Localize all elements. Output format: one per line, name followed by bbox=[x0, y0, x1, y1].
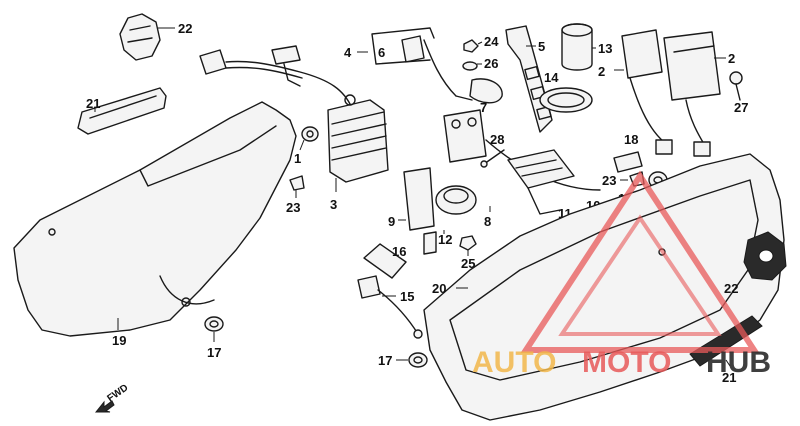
part-2-cdi-unit-b: 2 bbox=[663, 31, 735, 157]
part-19-left-side-cover: 19 bbox=[13, 101, 297, 348]
callout-2-b: 2 bbox=[728, 51, 735, 66]
callout-19: 19 bbox=[112, 333, 126, 348]
callout-21-left: 21 bbox=[86, 96, 100, 111]
callout-21-right: 21 bbox=[722, 370, 736, 385]
callout-14: 14 bbox=[544, 70, 559, 85]
regulator-connector bbox=[199, 49, 353, 109]
callout-23-right: 23 bbox=[602, 173, 616, 188]
part-17-left-grommet: 17 bbox=[204, 316, 224, 360]
callout-18: 18 bbox=[624, 132, 638, 147]
part-13-condenser: 13 bbox=[561, 23, 612, 71]
callout-23-left: 23 bbox=[286, 200, 300, 215]
part-15-connector: 15 bbox=[357, 275, 423, 339]
part-18-cap: 18 bbox=[613, 132, 643, 173]
callout-25: 25 bbox=[461, 256, 475, 271]
part-21-left-bracket: 21 bbox=[77, 87, 167, 135]
callout-7: 7 bbox=[480, 100, 487, 115]
part-17-right-grommet: 17 bbox=[378, 352, 428, 368]
callout-28: 28 bbox=[490, 132, 504, 147]
callout-6: 6 bbox=[378, 45, 385, 60]
part-22-top-grommet: 22 bbox=[119, 13, 192, 61]
part-27-screw: 27 bbox=[729, 71, 748, 115]
part-3-regulator: 3 bbox=[271, 45, 389, 212]
watermark-triangle bbox=[520, 170, 760, 353]
part-16-bracket: 16 bbox=[363, 243, 407, 279]
callout-22: 22 bbox=[178, 21, 192, 36]
watermark-auto: AUTO bbox=[472, 346, 556, 379]
callout-1-left: 1 bbox=[294, 151, 301, 166]
callout-12: 12 bbox=[438, 232, 452, 247]
watermark-hub: HUB bbox=[706, 346, 771, 379]
callout-20: 20 bbox=[432, 281, 446, 296]
part-26-washer: 26 bbox=[462, 56, 498, 71]
part-14-band: 14 bbox=[539, 70, 593, 113]
callout-17-left: 17 bbox=[207, 345, 221, 360]
callout-27: 27 bbox=[734, 100, 748, 115]
part-6-relay: 4 6 bbox=[344, 27, 457, 97]
part-2-cdi-unit-a: 2 bbox=[598, 29, 673, 155]
part-9-mount: 9 bbox=[388, 167, 435, 231]
part-23-left-clip: 23 bbox=[286, 175, 305, 215]
part-5-bracket: 5 bbox=[505, 25, 553, 133]
callout-8: 8 bbox=[484, 214, 491, 229]
callout-2-a: 2 bbox=[598, 64, 605, 79]
callout-24: 24 bbox=[484, 34, 499, 49]
callout-17-right: 17 bbox=[378, 353, 392, 368]
part-25-nut: 25 bbox=[459, 235, 477, 271]
callout-5: 5 bbox=[538, 39, 545, 54]
callout-26: 26 bbox=[484, 56, 498, 71]
watermark: AUTO MOTO HUB bbox=[472, 170, 771, 379]
callout-22-right: 22 bbox=[724, 281, 738, 296]
part-7-strap: 7 bbox=[455, 78, 503, 115]
part-24-nut: 24 bbox=[463, 34, 499, 53]
callout-9: 9 bbox=[388, 214, 395, 229]
callout-16: 16 bbox=[392, 244, 406, 259]
part-12-coil: 12 bbox=[423, 185, 477, 255]
callout-3: 3 bbox=[330, 197, 337, 212]
fwd-label: FWD bbox=[105, 382, 130, 404]
part-21-right-emblem: 21 bbox=[689, 315, 763, 385]
part-22-right-grommet: 22 bbox=[724, 231, 787, 296]
part-1-left-grommet: 1 bbox=[294, 126, 319, 166]
callout-13: 13 bbox=[598, 41, 612, 56]
callout-15: 15 bbox=[400, 289, 414, 304]
forward-arrow: FWD bbox=[94, 382, 130, 413]
callout-4: 4 bbox=[344, 45, 352, 60]
watermark-inner-triangle bbox=[558, 214, 722, 336]
watermark-moto: MOTO bbox=[582, 346, 671, 379]
